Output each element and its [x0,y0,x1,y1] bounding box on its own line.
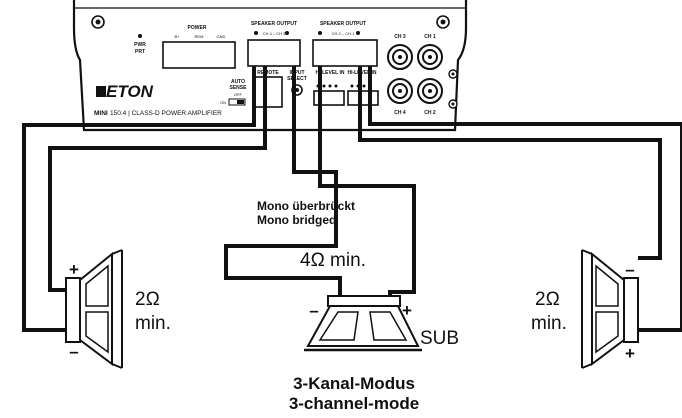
power-bplus-label: B+ [174,34,180,39]
prt-led-label: PRT [135,49,145,55]
power-rem-label: REM [195,34,204,39]
wire-right-negative [368,66,682,332]
model-prefix: MINI [94,110,108,117]
sub-minus-sign: – [309,301,318,320]
right-impedance-value: 2Ω [535,289,560,310]
left-impedance-value: 2Ω [135,289,160,310]
mounting-screw-icon [91,15,105,29]
subwoofer-icon [304,295,422,352]
bridged-note-line2: Mono bridged [257,213,336,227]
auto-sense-label-1: AUTO [231,79,245,85]
speaker-wires [22,66,682,332]
remote-label: REMOTE [257,70,279,76]
mounting-screw-icon [448,69,458,79]
auto-off-label: OFF [234,92,243,97]
rca-ch4-label: CH 4 [394,110,406,116]
power-gnd-label: GND [217,34,226,39]
spk-left-terminal-labels: CH 4 – CH 3 [263,31,286,36]
power-label: POWER [188,25,207,31]
hi-level-in-right-block [347,90,379,106]
input-select-label-2: SELECT [287,76,307,82]
left-impedance-min: min. [135,313,171,334]
spk-right-terminal-labels: CH 2 – CH 1 [332,31,355,36]
speaker-output-right-label: SPEAKER OUTPUT [320,21,366,27]
sub-plus-sign: + [402,301,412,320]
hi-level-in-right-label: HI-LEVEL IN [347,70,376,76]
auto-on-label: ON [220,100,226,105]
rca-ch2-label: CH 2 [424,110,436,116]
right-minus-sign: – [625,260,634,279]
rca-jack-ch3-icon [387,44,413,70]
auto-sense-switch-knob [237,100,244,104]
terminal-dot-icon [254,31,258,35]
rca-jack-ch1-icon [417,44,443,70]
left-minus-sign: – [69,342,78,361]
mode-title-en: 3-channel-mode [289,394,419,413]
terminal-dot-icon [318,31,322,35]
pwr-led-icon [138,34,142,38]
terminal-dot-icon [356,31,360,35]
rca-jack-ch2-icon [417,78,443,104]
rca-ch3-label: CH 3 [394,34,406,40]
mode-title-de: 3-Kanal-Modus [293,374,415,393]
mounting-screw-icon [448,99,458,109]
rca-jack-ch4-icon [387,78,413,104]
input-select-label-1: INPUT [290,70,305,76]
wire-left-negative [48,66,267,292]
wire-sub-negative [224,66,342,296]
right-plus-sign: + [625,344,635,363]
amplifier: POWER B+ REM GND PWR PRT ETON MINI 150.4… [72,0,468,132]
hi-level-in-left-label: HI-LEVEL IN [315,70,344,76]
brand-logo: ETON [106,82,154,101]
bridged-note-line1: Mono überbrückt [257,199,355,213]
sub-label: SUB [420,328,459,349]
right-impedance-min: min. [531,313,567,334]
power-terminal-block [162,41,236,69]
speaker-output-left-block [247,39,301,67]
speaker-output-left-label: SPEAKER OUTPUT [251,21,297,27]
rca-ch1-label: CH 1 [424,34,436,40]
sub-impedance: 4Ω min. [300,250,366,271]
pwr-led-label: PWR [134,42,146,48]
wire-right-positive [358,66,662,260]
model-description: 150.4 | CLASS-D POWER AMPLIFIER [110,110,222,117]
terminal-dot-icon [285,31,289,35]
mounting-screw-icon [436,15,450,29]
wire-left-positive [22,66,256,332]
left-plus-sign: + [69,260,79,279]
speaker-output-right-block [312,39,378,67]
remote-port [253,76,283,108]
auto-sense-label-2: SENSE [230,85,248,91]
eton-logo-icon [96,86,106,97]
wire-sub-positive [318,66,416,296]
right-speaker-icon [581,249,639,369]
left-speaker-icon [65,249,123,369]
